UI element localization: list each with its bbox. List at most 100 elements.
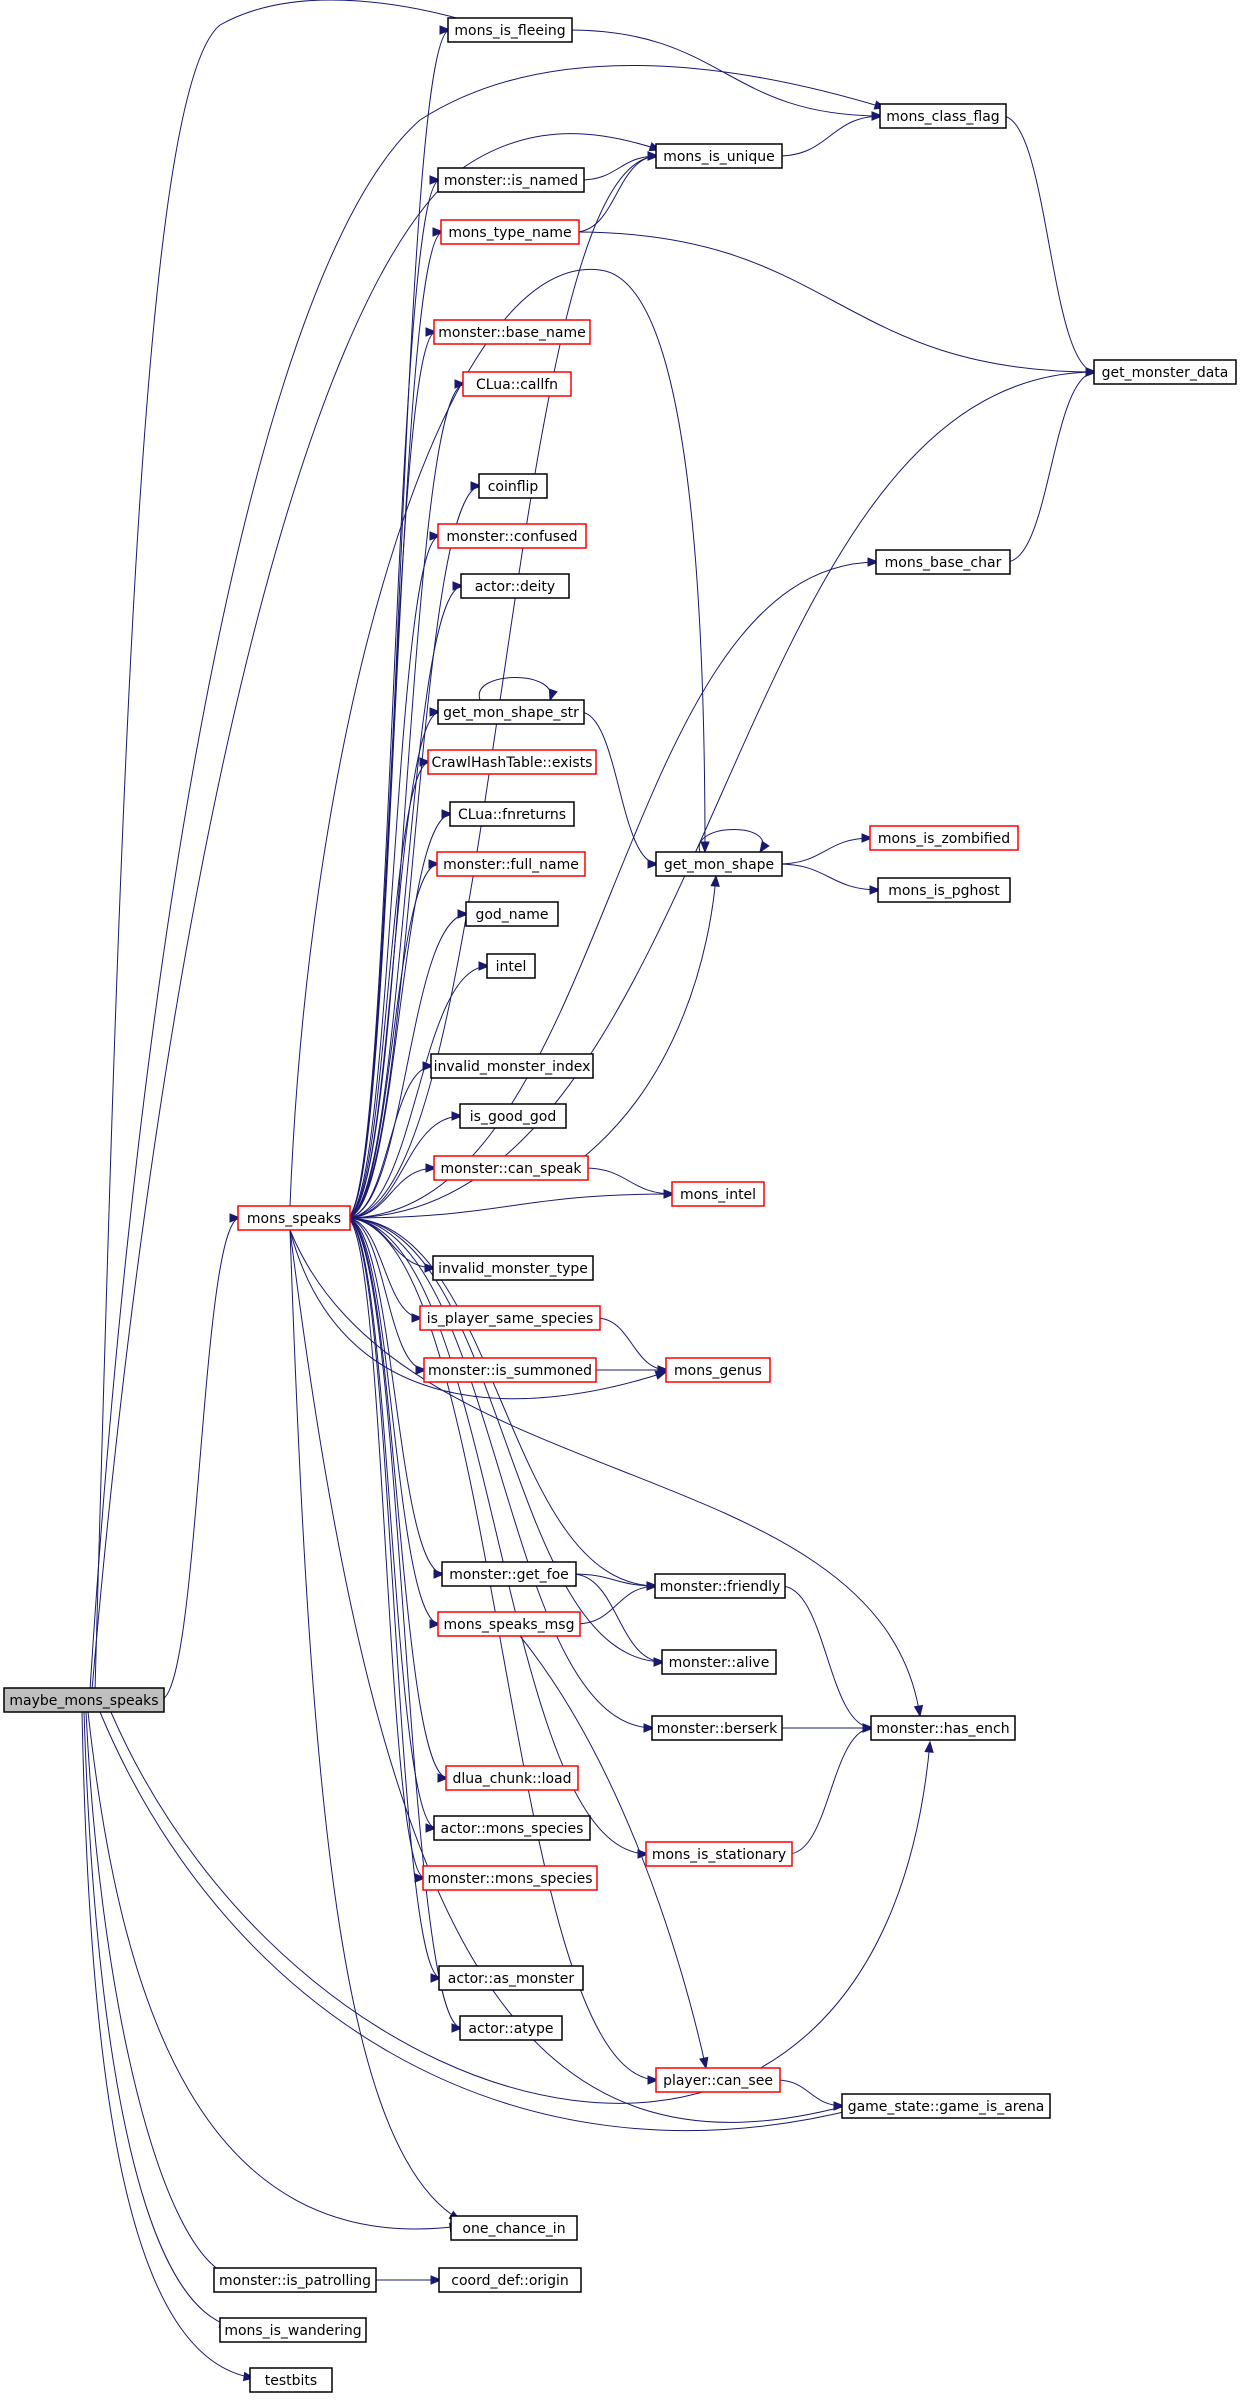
edge-mons_base_char-to-get_monster_data [1005, 367, 1098, 563]
node-mons-is-wandering[interactable]: mons_is_wandering [219, 2317, 367, 2343]
node-clua-callfn[interactable]: CLua::callfn [462, 371, 572, 397]
nodes-layer: maybe_mons_speaks mons_speaks mons_is_flee… [3, 17, 1237, 2393]
node-monster-confused[interactable]: monster::confused [437, 523, 587, 549]
node-box [655, 2067, 781, 2093]
node-monster-is-summoned[interactable]: monster::is_summoned [423, 1357, 597, 1383]
node-mons-type-name[interactable]: mons_type_name [440, 219, 580, 245]
edge-path [345, 535, 441, 1219]
node-actor-deity[interactable]: actor::deity [460, 573, 570, 599]
node-box [237, 1205, 351, 1231]
node-mons-class-flag[interactable]: mons_class_flag [879, 103, 1007, 129]
node-mons-is-stationary[interactable]: mons_is_stationary [645, 1841, 793, 1867]
node-invalid-monster-index[interactable]: invalid_monster_index [430, 1053, 594, 1079]
arrowhead [433, 1569, 446, 1579]
node-label: monster::is_named [444, 173, 578, 189]
edge-mons_speaks-to-mons_base_char [345, 557, 880, 1219]
node-game-state-game-is-arena[interactable]: game_state::game_is_arena [841, 2093, 1051, 2119]
node-mons-speaks[interactable]: mons_speaks [237, 1205, 351, 1231]
node-mons-speaks-msg[interactable]: mons_speaks_msg [437, 1611, 581, 1637]
node-monster-alive[interactable]: monster::alive [661, 1649, 777, 1675]
node-get-mon-shape[interactable]: get_mon_shape [655, 851, 783, 877]
node-monster-get-foe[interactable]: monster::get_foe [441, 1561, 577, 1587]
node-actor-mons-species[interactable]: actor::mons_species [433, 1815, 591, 1841]
node-get-mon-shape-str[interactable]: get_mon_shape_str [437, 699, 585, 725]
node-dlua-chunk-load[interactable]: dlua_chunk::load [445, 1765, 579, 1791]
node-label: get_monster_data [1102, 365, 1229, 381]
node-clua-fnreturns[interactable]: CLua::fnreturns [449, 801, 575, 827]
node-testbits[interactable]: testbits [249, 2367, 333, 2393]
node-monster-full-name[interactable]: monster::full_name [436, 851, 586, 877]
edge-path [345, 1217, 655, 1729]
arrowhead [470, 481, 483, 491]
node-label: get_mon_shape_str [443, 705, 579, 721]
node-box [465, 901, 559, 927]
edge-path [345, 813, 453, 1219]
node-monster-has-ench[interactable]: monster::has_ench [870, 1715, 1016, 1741]
node-monster-base-name[interactable]: monster::base_name [433, 319, 591, 345]
edge-path [91, 133, 661, 1691]
edge-mons_speaks-to-mons_is_unique [345, 151, 660, 1219]
edge-path [99, 1711, 861, 2131]
node-monster-is-patrolling[interactable]: monster::is_patrolling [213, 2267, 377, 2293]
node-crawlhashtable-exists[interactable]: CrawlHashTable::exists [427, 749, 597, 775]
edge-maybe_mons_speaks-to-mons_is_fleeing [94, 0, 492, 1691]
node-label: monster::friendly [660, 1579, 781, 1595]
edge-path [345, 155, 659, 1219]
edge-path [289, 1229, 461, 2221]
edge-get_mon_shape-to-mons_is_zombified [777, 833, 874, 865]
node-label: is_player_same_species [427, 1311, 594, 1327]
node-intel[interactable]: intel [486, 953, 536, 979]
arrowhead [646, 1581, 659, 1591]
edge-get_mon_shape_str-to-get_mon_shape_str [478, 677, 558, 702]
node-mons-is-pghost[interactable]: mons_is_pghost [877, 877, 1011, 903]
node-mons-base-char[interactable]: mons_base_char [875, 549, 1011, 575]
node-monster-can-speak[interactable]: monster::can_speak [433, 1155, 589, 1181]
node-monster-is-named[interactable]: monster::is_named [437, 167, 585, 193]
edge-path [345, 1193, 675, 1219]
node-is-good-god[interactable]: is_good_god [459, 1103, 567, 1129]
arrowhead [452, 581, 465, 591]
arrowhead [759, 840, 770, 854]
node-god-name[interactable]: god_name [465, 901, 559, 927]
node-coord-def-origin[interactable]: coord_def::origin [438, 2267, 582, 2293]
arrowhead [867, 557, 880, 567]
node-is-player-same-species[interactable]: is_player_same_species [419, 1305, 601, 1331]
node-mons-is-fleeing[interactable]: mons_is_fleeing [447, 17, 573, 43]
node-maybe-mons-speaks[interactable]: maybe_mons_speaks [3, 1687, 165, 1713]
node-invalid-monster-type[interactable]: invalid_monster_type [432, 1255, 594, 1281]
node-label: dlua_chunk::load [452, 1771, 571, 1787]
node-mons-is-unique[interactable]: mons_is_unique [655, 143, 783, 169]
node-label: actor::as_monster [448, 1971, 575, 1987]
arrowhead [457, 909, 470, 919]
node-monster-berserk[interactable]: monster::berserk [651, 1715, 783, 1741]
node-coinflip[interactable]: coinflip [478, 473, 548, 499]
node-monster-friendly[interactable]: monster::friendly [654, 1573, 786, 1599]
arrowhead [699, 2056, 709, 2070]
arrowhead [430, 2275, 443, 2285]
node-actor-atype[interactable]: actor::atype [459, 2015, 563, 2041]
edge-mons_speaks-to-player_can_see [345, 1217, 660, 2085]
edge-path [345, 863, 440, 1219]
node-label: monster::can_speak [440, 1161, 582, 1177]
node-get-monster-data[interactable]: get_monster_data [1093, 359, 1237, 385]
node-monster-mons-species[interactable]: monster::mons_species [422, 1865, 598, 1891]
node-mons-genus[interactable]: mons_genus [665, 1357, 771, 1383]
arrowhead [451, 1111, 464, 1121]
node-label: monster::alive [669, 1655, 770, 1671]
arrowhead [454, 379, 467, 389]
edge-path [345, 1217, 426, 1879]
node-label: testbits [265, 2373, 317, 2389]
node-box [462, 371, 572, 397]
edge-monster_friendly-to-monster_has_ench [780, 1585, 875, 1733]
node-mons-is-zombified[interactable]: mons_is_zombified [869, 825, 1019, 851]
node-actor-as-monster[interactable]: actor::as_monster [438, 1965, 584, 1991]
node-label: CrawlHashTable::exists [432, 755, 593, 771]
node-player-can-see[interactable]: player::can_see [655, 2067, 781, 2093]
node-one-chance-in[interactable]: one_chance_in [450, 2215, 578, 2241]
edge-mons_class_flag-to-get_monster_data [1001, 115, 1098, 377]
edge-path [579, 155, 659, 181]
node-mons-intel[interactable]: mons_intel [671, 1181, 765, 1207]
node-label: CLua::callfn [476, 377, 558, 393]
edge-mons_speaks-to-monster_can_speak [345, 1163, 438, 1219]
edge-path [595, 1317, 669, 1371]
